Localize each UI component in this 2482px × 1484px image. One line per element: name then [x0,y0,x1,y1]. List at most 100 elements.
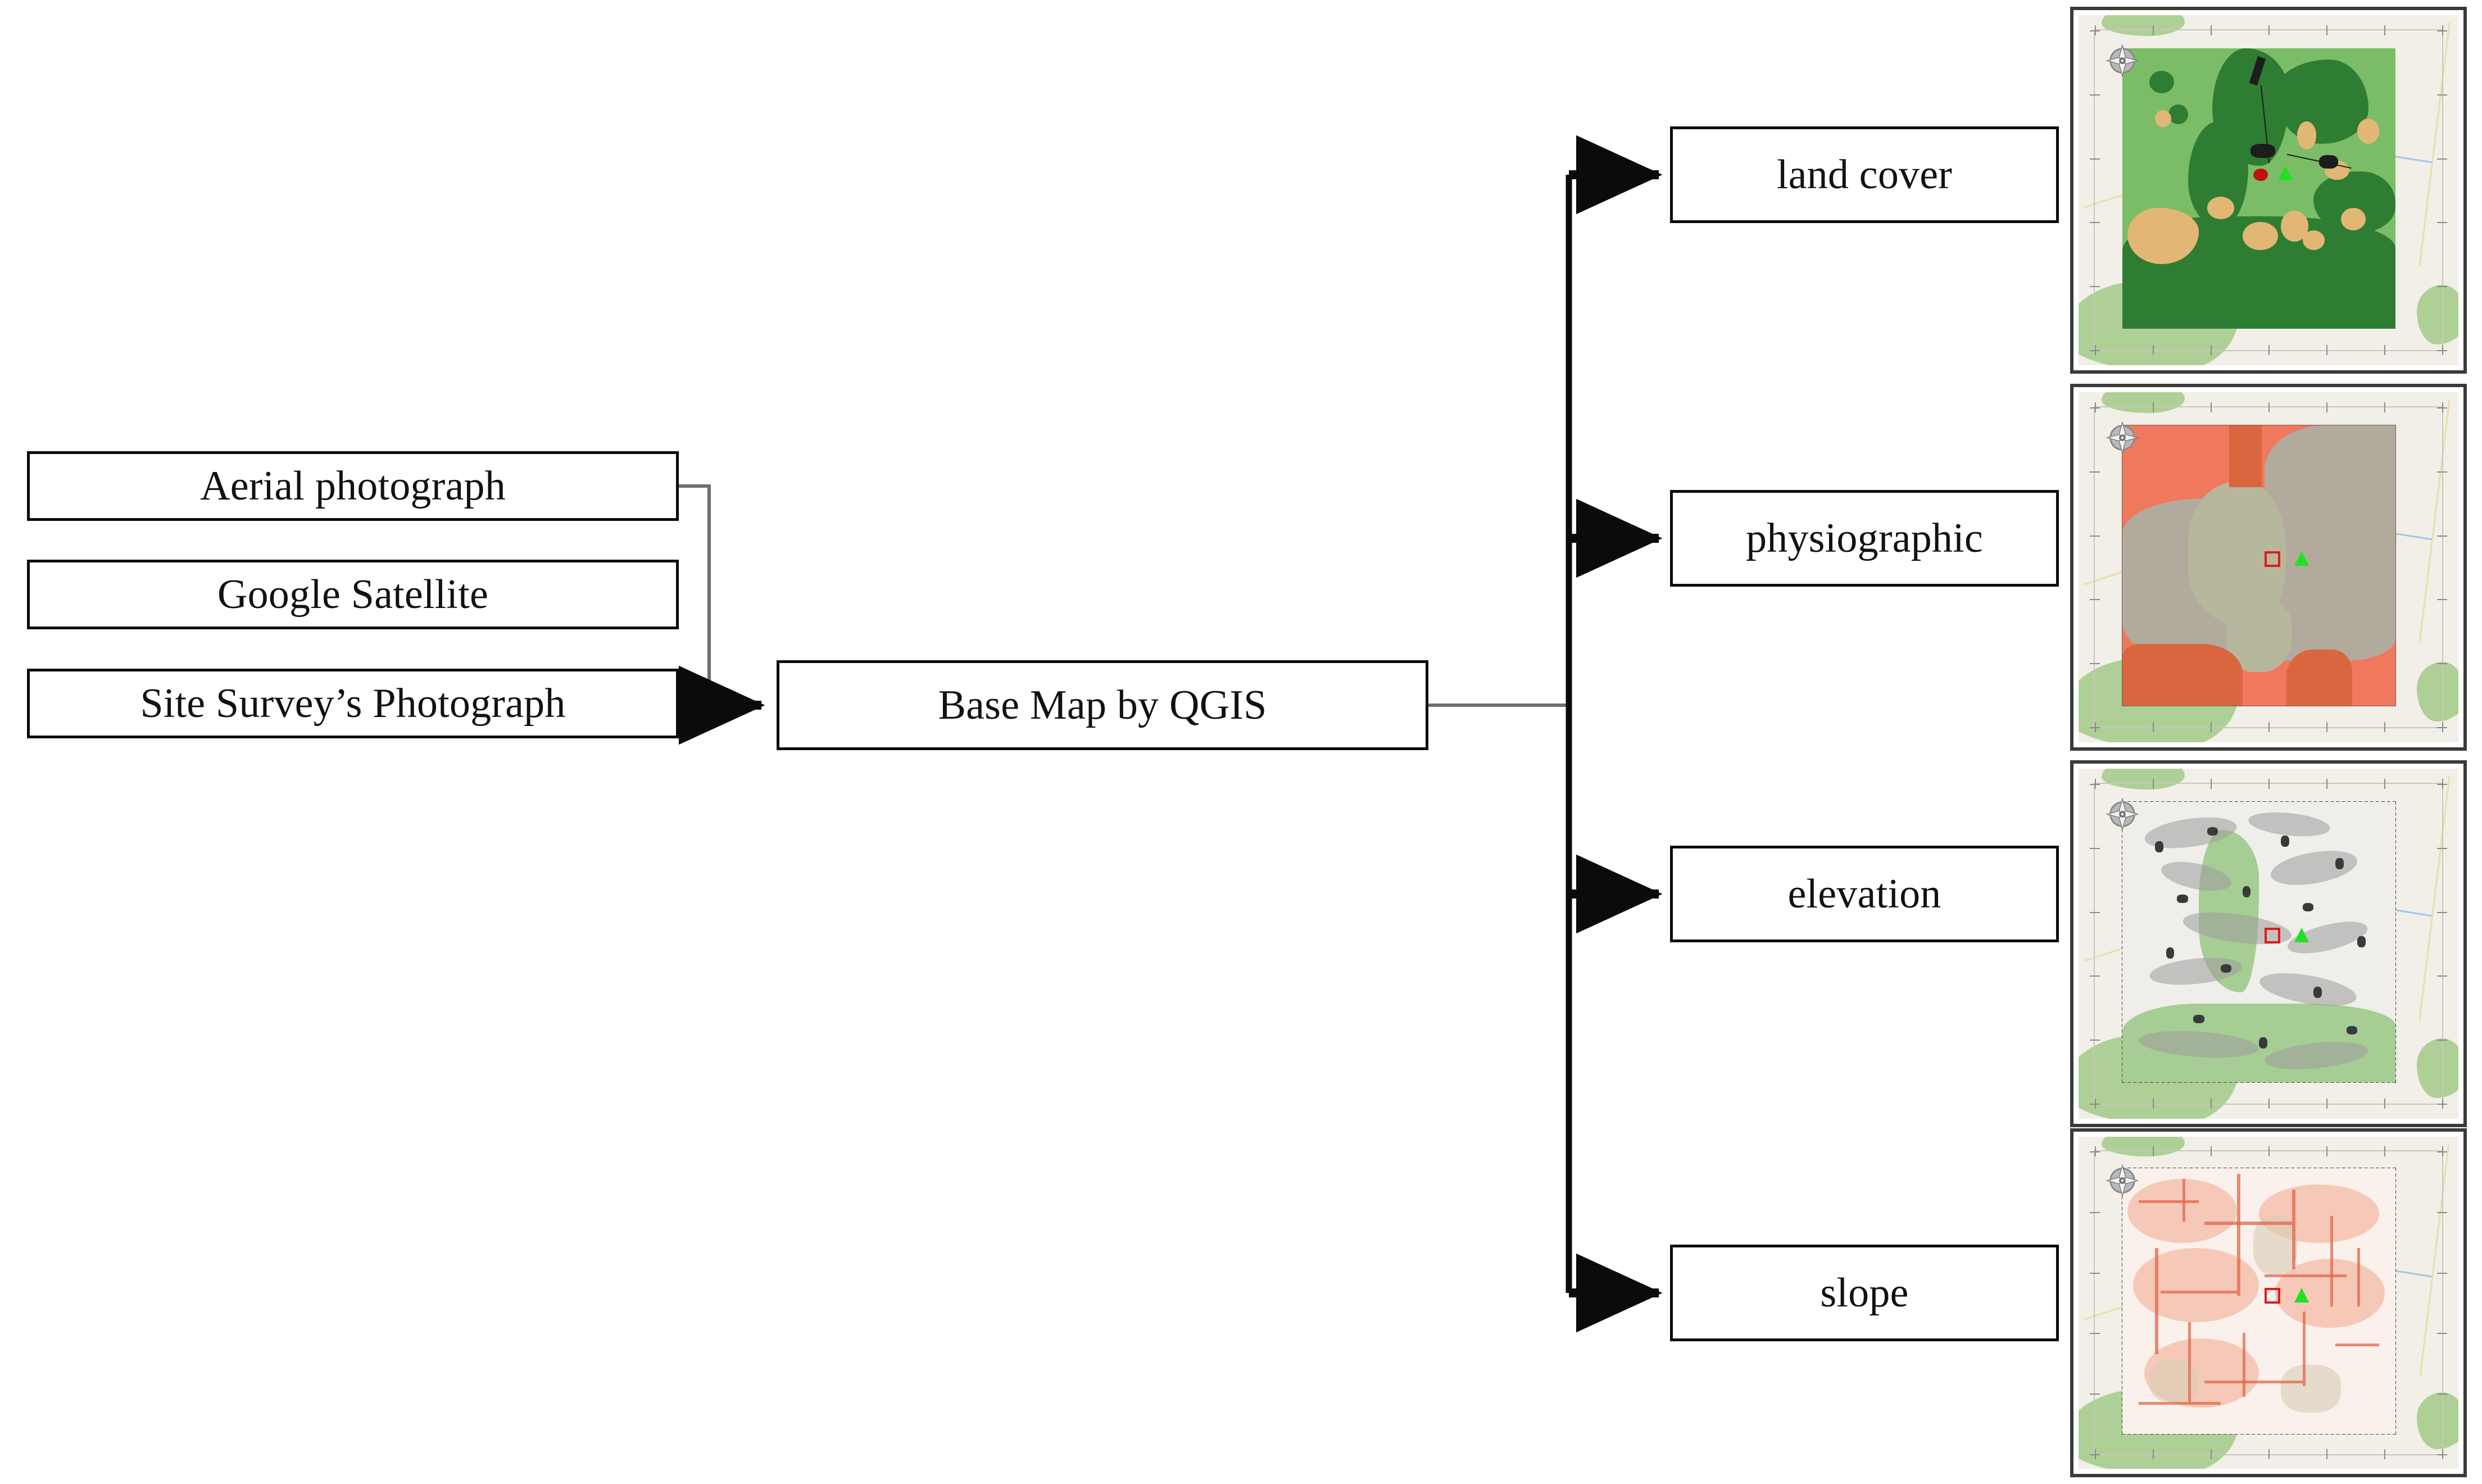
output-box-label: slope [1820,1270,1909,1316]
map-tick [2436,727,2447,729]
map-tick [2090,1104,2100,1105]
source-box-label: Google Satellite [217,571,489,618]
red-square-marker [2264,1287,2280,1304]
map-tick [2268,778,2270,789]
green-triangle-marker [2278,166,2293,181]
red-square-marker [2264,551,2280,568]
map-tick [2436,471,2447,473]
map-tick [2211,1449,2212,1460]
map-tick [2090,471,2100,473]
source-box-label: Aerial photograph [200,463,506,509]
map-tick [2326,722,2327,733]
map-tick [2436,1040,2447,1041]
map-tick [2436,94,2447,96]
map-tick [2090,30,2100,31]
output-box-label: elevation [1787,871,1941,917]
map-tick [2436,847,2447,849]
map-tick [2211,345,2212,356]
map-tick [2090,1211,2100,1213]
map-tick [2153,1099,2154,1109]
hub-box-base-map-by-qgis[interactable]: Base Map by QGIS [777,660,1428,750]
map-tick [2436,158,2447,160]
slope-raster [2121,1168,2397,1435]
map-tick [2384,345,2385,356]
source-box-google-satellite[interactable]: Google Satellite [27,560,679,629]
land-cover-raster [2122,48,2396,329]
land-cover-map-thumbnail[interactable] [2070,7,2467,374]
map-tick [2436,783,2447,785]
map-tick [2436,350,2447,352]
physiographic-map-thumbnail[interactable] [2070,384,2467,751]
map-tick [2090,1151,2100,1152]
green-triangle-marker [2294,1287,2309,1303]
map-tick [2090,222,2100,224]
map-tick [2211,778,2212,789]
source-box-aerial-photograph[interactable]: Aerial photograph [27,451,679,521]
source-bracket [679,484,711,705]
compass-rose-icon [2106,1164,2140,1198]
map-tick [2153,25,2154,35]
map-tick [2436,663,2447,665]
physiographic-raster [2121,425,2397,706]
hub-box-label: Base Map by QGIS [938,682,1267,728]
map-tick [2268,722,2270,733]
map-tick [2436,30,2447,31]
map-tick [2436,1104,2447,1105]
elevation-map-thumbnail[interactable] [2070,760,2467,1127]
map-tick [2436,911,2447,913]
output-box-slope[interactable]: slope [1670,1245,2059,1341]
map-tick [2090,1394,2100,1395]
map-tick [2326,345,2327,356]
map-tick [2153,1146,2154,1156]
compass-rose-icon [2106,797,2140,831]
map-tick [2436,222,2447,224]
source-box-site-survey-photograph[interactable]: Site Survey’s Photograph [27,669,679,738]
map-tick [2436,599,2447,601]
map-tick [2211,722,2212,733]
map-tick [2090,1333,2100,1335]
compass-rose-icon [2106,43,2140,78]
map-tick [2090,727,2100,729]
red-site-blob [2253,169,2268,181]
output-box-label: physiographic [1746,515,1983,561]
green-triangle-marker [2294,551,2309,566]
map-tick [2090,535,2100,537]
map-tick [2384,778,2385,789]
map-tick [2268,25,2270,35]
map-tick [2211,1099,2212,1109]
output-box-label: land cover [1776,152,1953,198]
output-box-land-cover[interactable]: land cover [1670,126,2059,223]
compass-rose-icon [2106,420,2140,455]
map-tick [2326,1146,2327,1156]
map-tick [2436,1333,2447,1335]
map-tick [2090,975,2100,977]
map-tick [2384,722,2385,733]
map-tick [2153,1449,2154,1460]
source-box-label: Site Survey’s Photograph [140,680,566,727]
map-tick [2090,1454,2100,1456]
slope-map-thumbnail[interactable] [2070,1128,2467,1477]
map-tick [2090,94,2100,96]
map-tick [2326,402,2327,412]
map-tick [2211,402,2212,412]
elevation-raster [2121,801,2397,1083]
green-triangle-marker [2294,928,2309,943]
map-tick [2090,663,2100,665]
map-tick [2211,1146,2212,1156]
map-tick-frame [2090,25,2447,356]
map-tick [2436,1272,2447,1274]
map-tick [2268,402,2270,412]
map-tick-frame [2090,402,2447,733]
map-tick [2153,402,2154,412]
output-box-physiographic[interactable]: physiographic [1670,490,2059,587]
map-tick [2384,25,2385,35]
map-tick [2090,1040,2100,1041]
red-square-marker [2264,928,2280,944]
map-tick [2384,1146,2385,1156]
map-tick [2090,783,2100,785]
output-box-elevation[interactable]: elevation [1670,846,2059,942]
map-tick [2268,345,2270,356]
map-tick [2268,1449,2270,1460]
map-tick [2326,1099,2327,1109]
